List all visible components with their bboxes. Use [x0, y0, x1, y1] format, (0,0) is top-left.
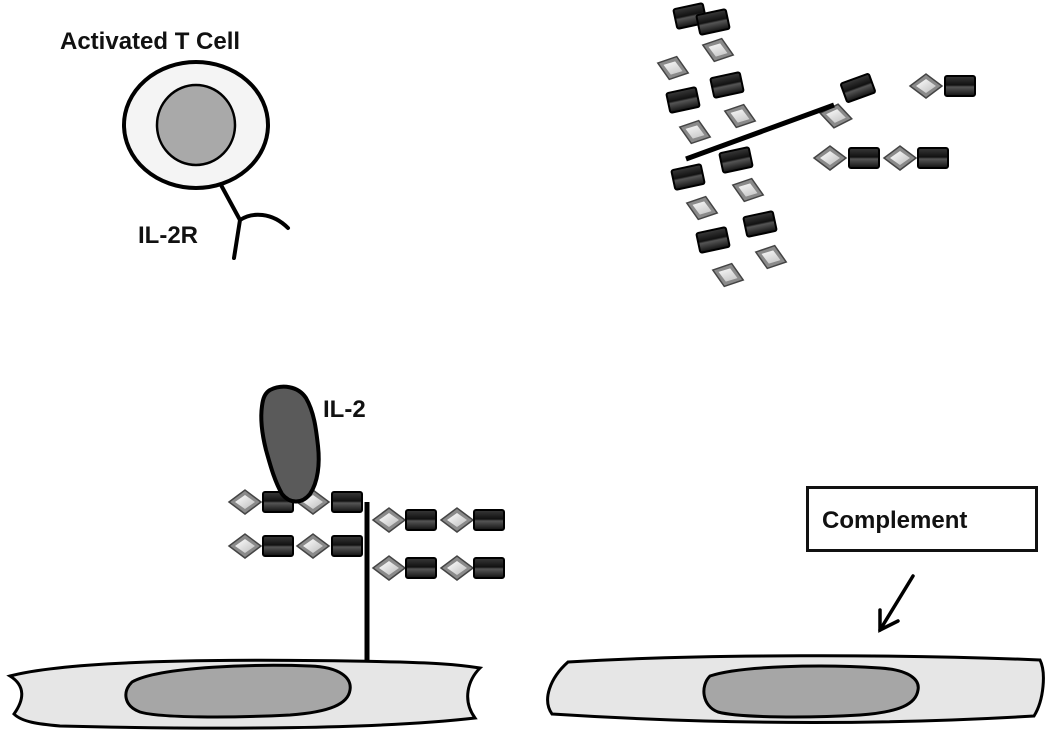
white-diamond-glycan	[653, 50, 693, 86]
complement-box: Complement	[806, 486, 1038, 552]
complement-arrow	[878, 574, 915, 633]
white-diamond-glycan	[708, 257, 748, 293]
released-stalk	[685, 102, 835, 162]
black-square-glycan	[944, 75, 976, 97]
complement-label: Complement	[822, 507, 968, 534]
black-square-glycan	[709, 71, 745, 99]
white-diamond-glycan	[440, 507, 474, 533]
black-square-glycan	[839, 72, 877, 104]
white-diamond-glycan	[228, 533, 262, 559]
activated-t-cell	[122, 60, 270, 190]
black-square-glycan	[848, 147, 880, 169]
white-diamond-glycan	[372, 555, 406, 581]
white-diamond-glycan	[372, 507, 406, 533]
activated-t-cell-label: Activated T Cell	[60, 28, 241, 55]
white-diamond-glycan	[817, 100, 855, 132]
black-square-glycan	[742, 210, 778, 238]
black-square-glycan	[670, 163, 706, 191]
black-square-glycan	[695, 226, 731, 254]
black-square-glycan	[331, 491, 363, 513]
white-diamond-glycan	[228, 489, 262, 515]
black-square-glycan	[917, 147, 949, 169]
white-diamond-glycan	[682, 190, 722, 226]
il2-molecule	[259, 384, 321, 504]
white-diamond-glycan	[720, 98, 760, 134]
black-square-glycan	[262, 535, 294, 557]
black-square-glycan	[665, 86, 701, 114]
white-diamond-glycan	[440, 555, 474, 581]
black-square-glycan	[405, 557, 437, 579]
white-diamond-glycan	[698, 32, 738, 68]
released-glycan-cluster	[653, 2, 976, 293]
target-cell-left	[6, 658, 484, 730]
il2r-label: IL-2R	[138, 222, 198, 249]
black-square-glycan	[405, 509, 437, 531]
white-diamond-glycan	[909, 73, 943, 99]
il2-receptor	[219, 183, 290, 260]
white-diamond-glycan	[883, 145, 917, 171]
target-cell-right	[546, 654, 1045, 724]
il2-label: IL-2	[323, 396, 366, 423]
black-square-glycan	[718, 146, 754, 174]
white-diamond-glycan	[675, 114, 715, 150]
white-diamond-glycan	[296, 533, 330, 559]
white-diamond-glycan	[751, 239, 791, 275]
black-square-glycan	[473, 509, 505, 531]
white-diamond-glycan	[813, 145, 847, 171]
white-diamond-glycan	[728, 172, 768, 208]
black-square-glycan	[473, 557, 505, 579]
black-square-glycan	[331, 535, 363, 557]
